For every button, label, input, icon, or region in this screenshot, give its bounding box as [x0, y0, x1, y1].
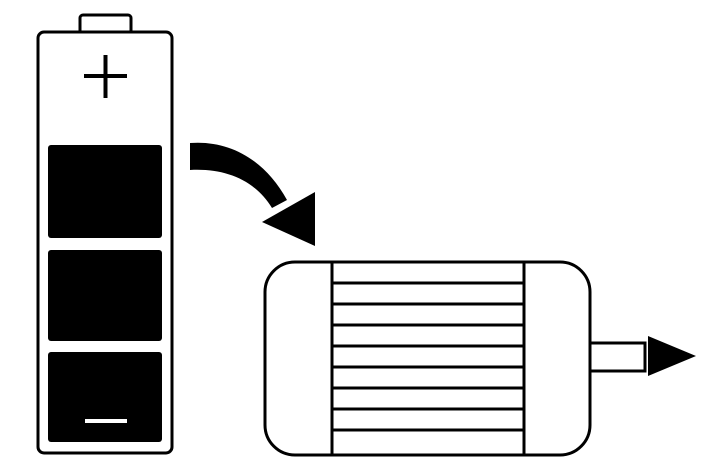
battery-cell-middle: [48, 250, 162, 341]
battery-body: [36, 30, 174, 455]
curved-arrow-icon: [190, 142, 315, 246]
plus-icon: [84, 55, 127, 98]
output-arrow-icon: [648, 336, 696, 376]
motor-housing: [263, 260, 592, 457]
battery: [36, 13, 174, 455]
battery-cell-top: [48, 145, 162, 238]
motor-cooling-fins: [332, 281, 524, 432]
battery-cell-bottom: [48, 352, 162, 442]
electric-motor: [263, 260, 696, 457]
motor-shaft: [588, 341, 647, 373]
